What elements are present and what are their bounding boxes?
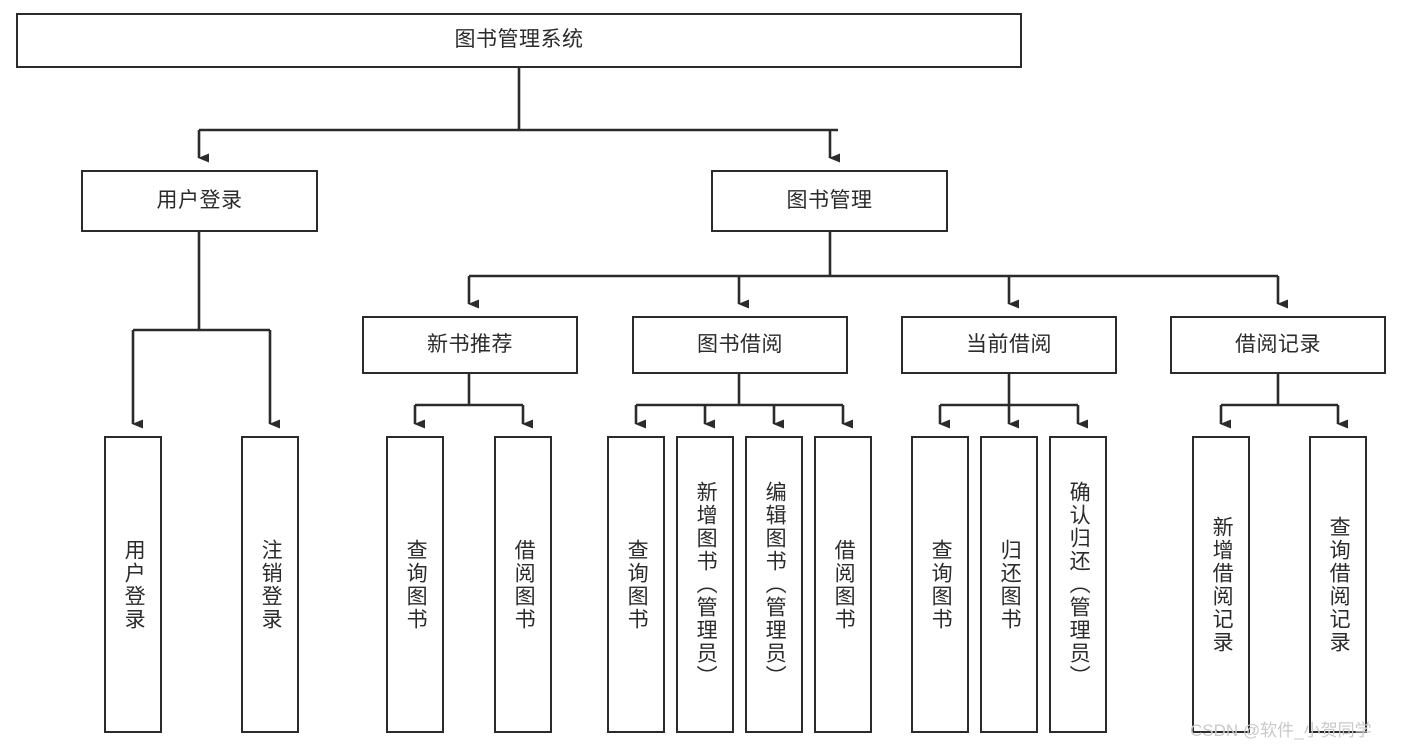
node-leaf-confirm-return-label: 确认归还（管理员）	[1067, 481, 1091, 688]
node-leaf-borrow-book-1-label: 借阅图书	[512, 538, 536, 631]
node-leaf-return-book-label: 归还图书	[998, 538, 1022, 631]
node-user-login-label: 用户登录	[156, 188, 243, 212]
node-new-book-recommend-label: 新书推荐	[427, 332, 513, 356]
node-leaf-query-record-label: 查询借阅记录	[1327, 515, 1351, 654]
node-leaf-add-record[interactable]: 新增借阅记录	[1192, 436, 1250, 733]
node-leaf-logout-label: 注销登录	[259, 538, 283, 631]
node-current-borrow-label: 当前借阅	[966, 332, 1052, 356]
node-leaf-borrow-book-2[interactable]: 借阅图书	[814, 436, 872, 733]
node-leaf-edit-book-label: 编辑图书（管理员）	[763, 481, 787, 688]
node-leaf-add-record-label: 新增借阅记录	[1210, 515, 1234, 654]
node-root-label: 图书管理系统	[454, 28, 584, 52]
node-leaf-return-book[interactable]: 归还图书	[980, 436, 1038, 733]
node-book-manage[interactable]: 图书管理	[711, 170, 948, 232]
node-leaf-borrow-book-1[interactable]: 借阅图书	[494, 436, 552, 733]
node-leaf-query-record[interactable]: 查询借阅记录	[1309, 436, 1367, 733]
node-leaf-user-login-label: 用户登录	[122, 538, 146, 631]
node-leaf-query-book-2[interactable]: 查询图书	[607, 436, 665, 733]
node-leaf-logout[interactable]: 注销登录	[241, 436, 299, 733]
node-leaf-query-book-3-label: 查询图书	[929, 538, 953, 631]
node-leaf-confirm-return[interactable]: 确认归还（管理员）	[1049, 436, 1107, 733]
node-borrow-record[interactable]: 借阅记录	[1170, 316, 1386, 374]
node-user-login[interactable]: 用户登录	[81, 170, 318, 232]
node-book-manage-label: 图书管理	[786, 188, 873, 212]
node-new-book-recommend[interactable]: 新书推荐	[362, 316, 578, 374]
node-current-borrow[interactable]: 当前借阅	[901, 316, 1117, 374]
node-book-borrow[interactable]: 图书借阅	[632, 316, 848, 374]
node-leaf-query-book-1[interactable]: 查询图书	[386, 436, 444, 733]
node-leaf-query-book-2-label: 查询图书	[625, 538, 649, 631]
node-book-borrow-label: 图书借阅	[697, 332, 783, 356]
node-borrow-record-label: 借阅记录	[1235, 332, 1321, 356]
node-leaf-add-book[interactable]: 新增图书（管理员）	[676, 436, 734, 733]
node-leaf-user-login[interactable]: 用户登录	[104, 436, 162, 733]
node-leaf-add-book-label: 新增图书（管理员）	[694, 481, 718, 688]
watermark-text: CSDN @软件_小贺同学	[1190, 721, 1372, 740]
node-leaf-query-book-1-label: 查询图书	[404, 538, 428, 631]
node-leaf-edit-book[interactable]: 编辑图书（管理员）	[745, 436, 803, 733]
node-root[interactable]: 图书管理系统	[16, 13, 1022, 68]
node-leaf-borrow-book-2-label: 借阅图书	[832, 538, 856, 631]
node-leaf-query-book-3[interactable]: 查询图书	[911, 436, 969, 733]
